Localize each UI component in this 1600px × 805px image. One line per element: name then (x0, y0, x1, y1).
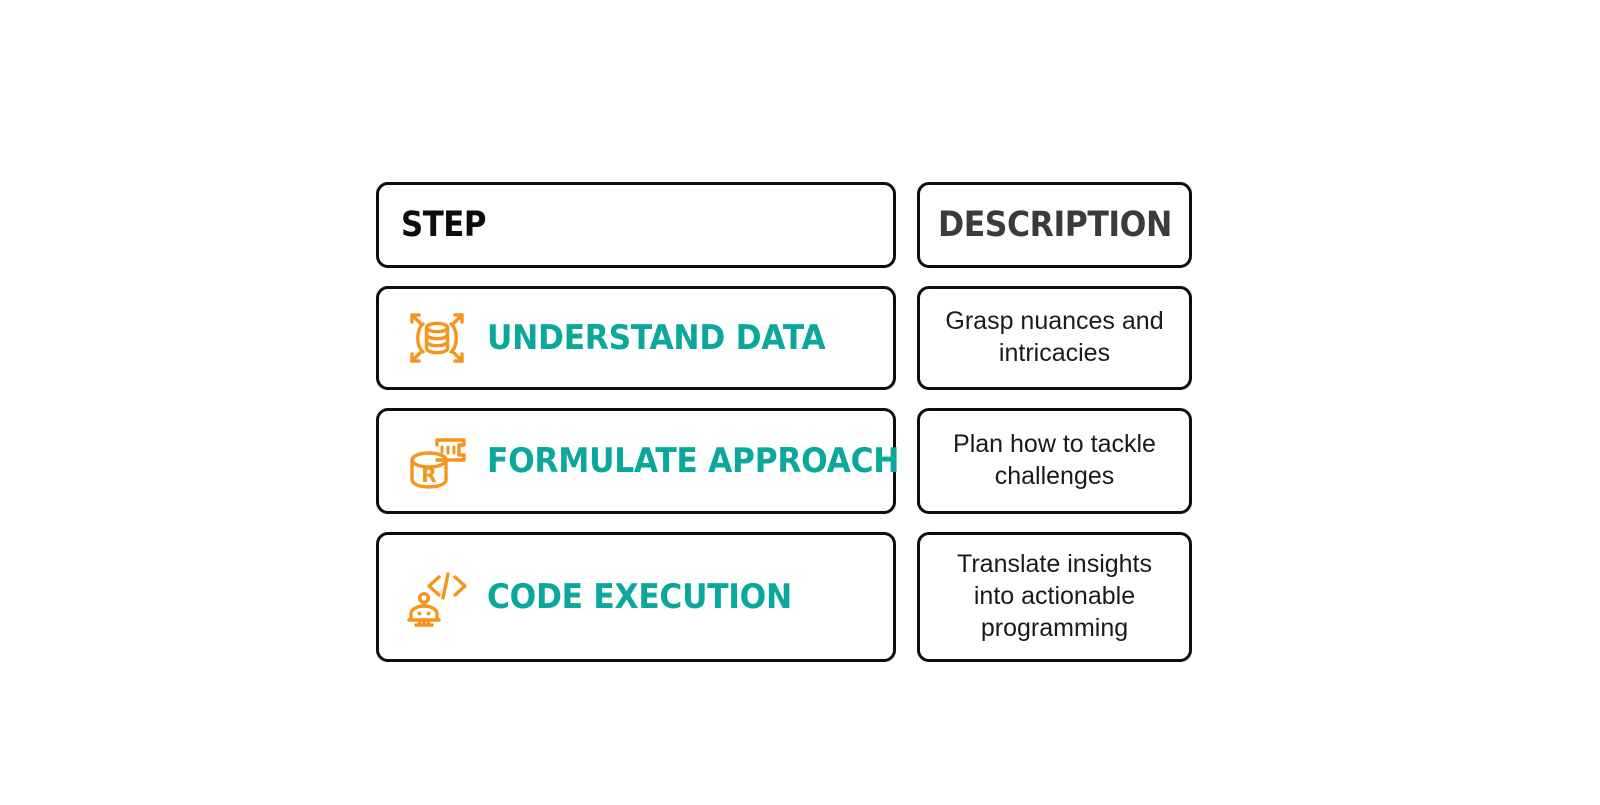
description-text: Translate insights into actionable progr… (957, 550, 1152, 642)
header-cell-step: STEP (376, 182, 896, 268)
table-row: CODE EXECUTION Translate insights into a… (376, 532, 1192, 662)
page-title: STEP (401, 205, 487, 245)
database-expand-icon (401, 302, 473, 374)
description-cell: Translate insights into actionable progr… (917, 532, 1192, 662)
step-cell-understand-data[interactable]: UNDERSTAND DATA (376, 286, 896, 390)
step-label: UNDERSTAND DATA (487, 318, 826, 358)
description-text: Grasp nuances and intricacies (945, 307, 1164, 367)
table-header-row: STEP DESCRIPTION (376, 182, 1192, 268)
robot-code-icon (401, 561, 473, 633)
header-description-label: DESCRIPTION (937, 205, 1172, 245)
step-label: CODE EXECUTION (487, 577, 792, 617)
step-label: FORMULATE APPROACH (487, 441, 900, 481)
description-cell: Plan how to tackle challenges (917, 408, 1192, 514)
database-ruler-icon: R (401, 425, 473, 497)
step-cell-formulate-approach[interactable]: R FORMULATE APPROACH (376, 408, 900, 514)
header-cell-description: DESCRIPTION (917, 182, 1192, 268)
description-text: Plan how to tackle challenges (953, 430, 1156, 490)
svg-text:R: R (421, 463, 436, 487)
steps-table: STEP DESCRIPTION (376, 182, 1192, 662)
description-cell: Grasp nuances and intricacies (917, 286, 1192, 390)
step-cell-code-execution[interactable]: CODE EXECUTION (376, 532, 896, 662)
table-row: R FORMULATE APPROACH Plan how to tackle … (376, 408, 1192, 514)
table-row: UNDERSTAND DATA Grasp nuances and intric… (376, 286, 1192, 390)
